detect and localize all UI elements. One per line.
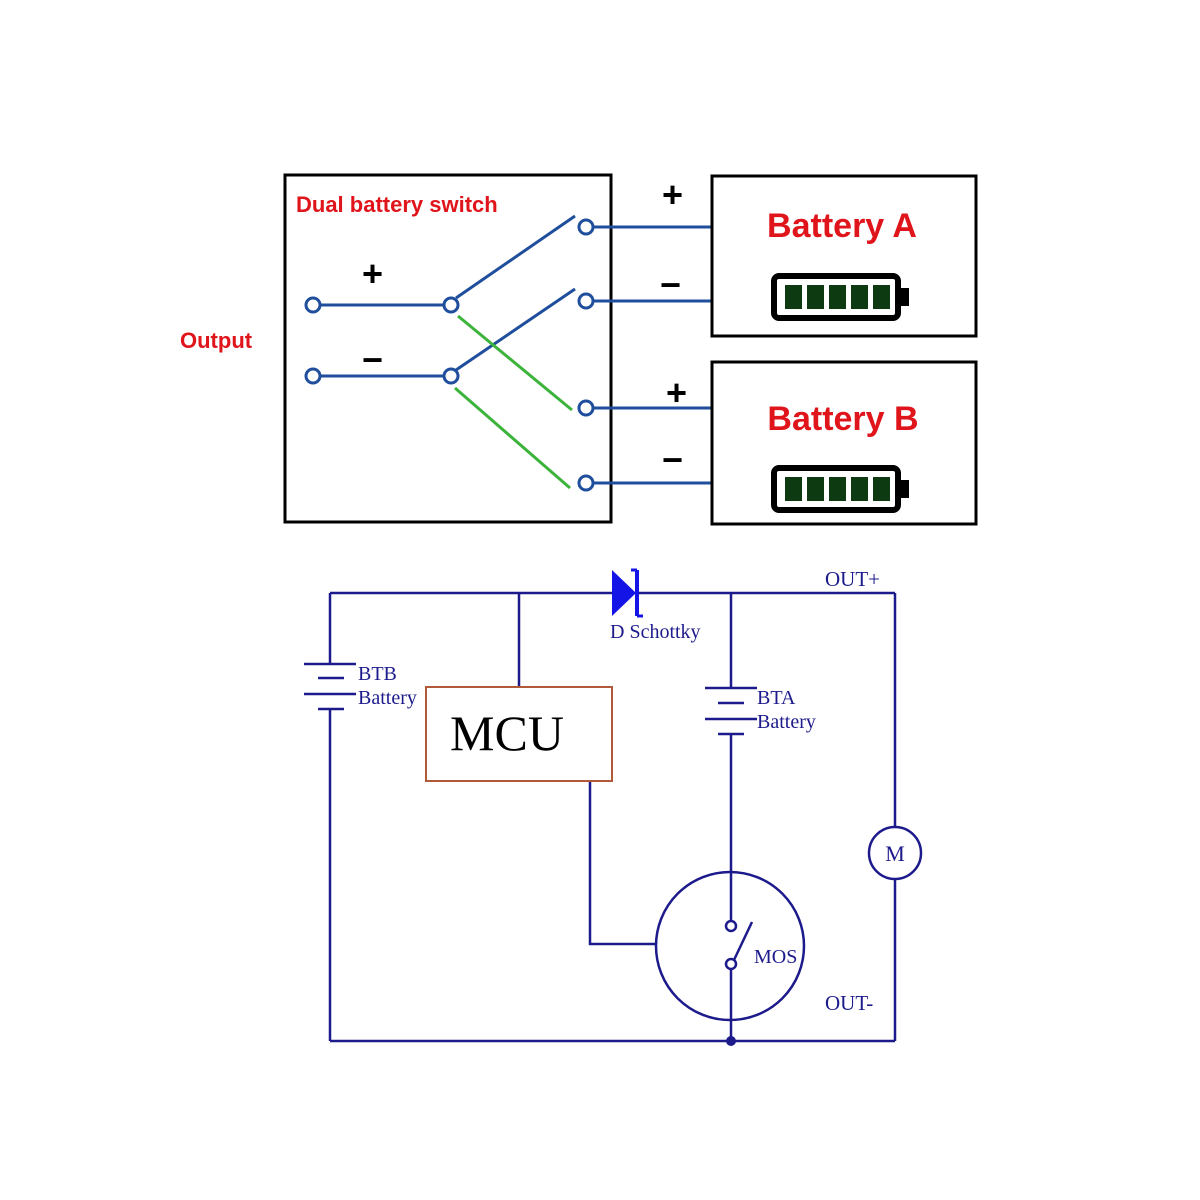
battery-a-icon	[771, 273, 909, 321]
btb-label-line1: BTB	[358, 663, 397, 685]
switch-title: Dual battery switch	[296, 192, 498, 217]
ground-junction-dot	[726, 1036, 736, 1046]
bta-battery-symbol	[705, 686, 757, 736]
dual-battery-switch-diagram: Dual battery switch Output + −	[180, 173, 978, 526]
battery-b-icon	[771, 465, 909, 513]
btb-label-line2: Battery	[358, 687, 417, 709]
battery-b-plus-terminal	[577, 399, 595, 417]
btb-battery-symbol	[304, 662, 356, 711]
switch-blades	[455, 214, 576, 372]
out-minus-label: OUT-	[825, 991, 873, 1015]
battery-b-box: Battery B	[710, 360, 978, 526]
bta-label-line2: Battery	[757, 711, 816, 733]
pivot-terminal-minus	[442, 367, 460, 385]
output-terminal-plus	[304, 296, 322, 314]
switch-box	[283, 173, 613, 524]
output-terminal-minus	[304, 367, 322, 385]
battery-b-label: Battery B	[767, 400, 918, 438]
battery-a-plus-terminal	[577, 218, 595, 236]
diode-label: D Schottky	[610, 621, 701, 643]
battery-wires	[593, 225, 712, 485]
battery-a-minus-terminal	[577, 292, 595, 310]
battery-b-minus-sign: −	[662, 439, 683, 480]
mos-label: MOS	[754, 946, 797, 968]
battery-b-minus-terminal	[577, 474, 595, 492]
output-label: Output	[180, 328, 253, 353]
bta-label-line1: BTA	[757, 687, 796, 709]
battery-a-box: Battery A	[710, 174, 978, 338]
output-wires	[320, 303, 444, 378]
out-plus-label: OUT+	[825, 567, 880, 591]
schottky-diode	[612, 568, 643, 618]
battery-a-plus-sign: +	[662, 174, 683, 215]
mos-switch	[654, 870, 806, 1022]
battery-a-minus-sign: −	[660, 264, 681, 305]
output-plus-symbol: +	[362, 253, 383, 294]
motor-label: M	[885, 841, 905, 866]
output-minus-symbol: −	[362, 339, 383, 380]
green-bridge-lines	[454, 314, 573, 490]
motor-symbol: M	[867, 825, 923, 881]
circuit-wires	[328, 591, 897, 1043]
pivot-terminal-plus	[442, 296, 460, 314]
switch-terminals	[304, 218, 595, 492]
battery-a-label: Battery A	[767, 207, 917, 245]
mcu-block: MCU	[425, 686, 613, 782]
circuit-schematic: D Schottky OUT+ OUT- BTB Battery MCU BTA…	[304, 567, 923, 1046]
battery-b-plus-sign: +	[666, 372, 687, 413]
mcu-label: MCU	[450, 705, 564, 761]
